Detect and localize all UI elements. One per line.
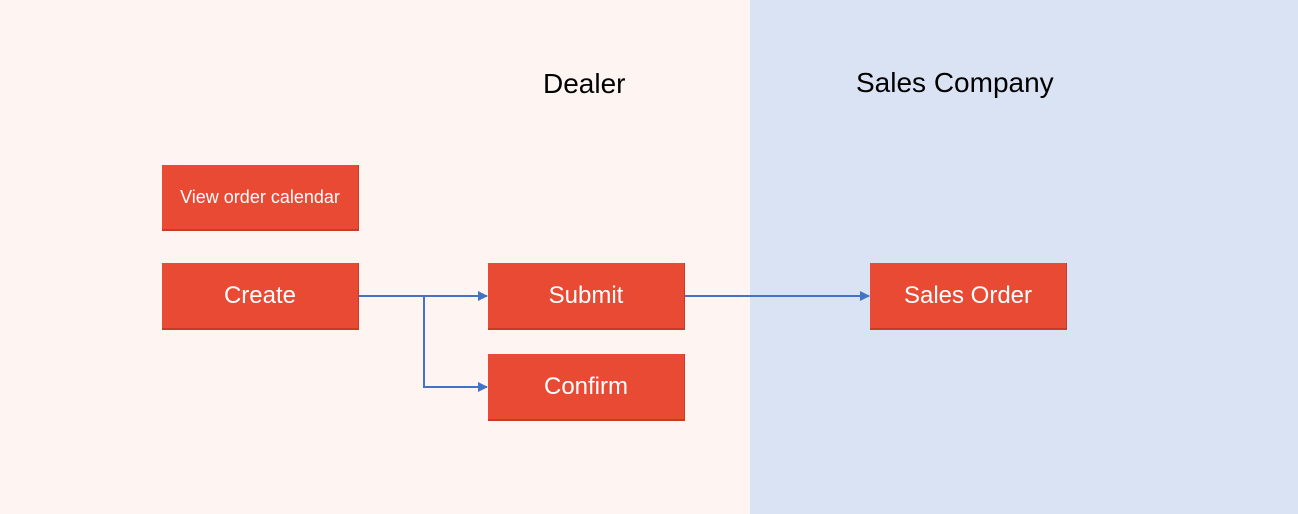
lane-title-dealer: Dealer (543, 68, 626, 99)
lane-sales-company (750, 0, 1298, 514)
lane-dealer (0, 0, 750, 514)
node-confirm[interactable]: Confirm (488, 354, 685, 421)
node-view-order-calendar[interactable]: View order calendar (162, 165, 359, 231)
node-submit[interactable]: Submit (488, 263, 685, 330)
node-sales-order[interactable]: Sales Order (870, 263, 1067, 330)
node-create[interactable]: Create (162, 263, 359, 330)
lane-title-sales-company: Sales Company (856, 67, 1054, 98)
